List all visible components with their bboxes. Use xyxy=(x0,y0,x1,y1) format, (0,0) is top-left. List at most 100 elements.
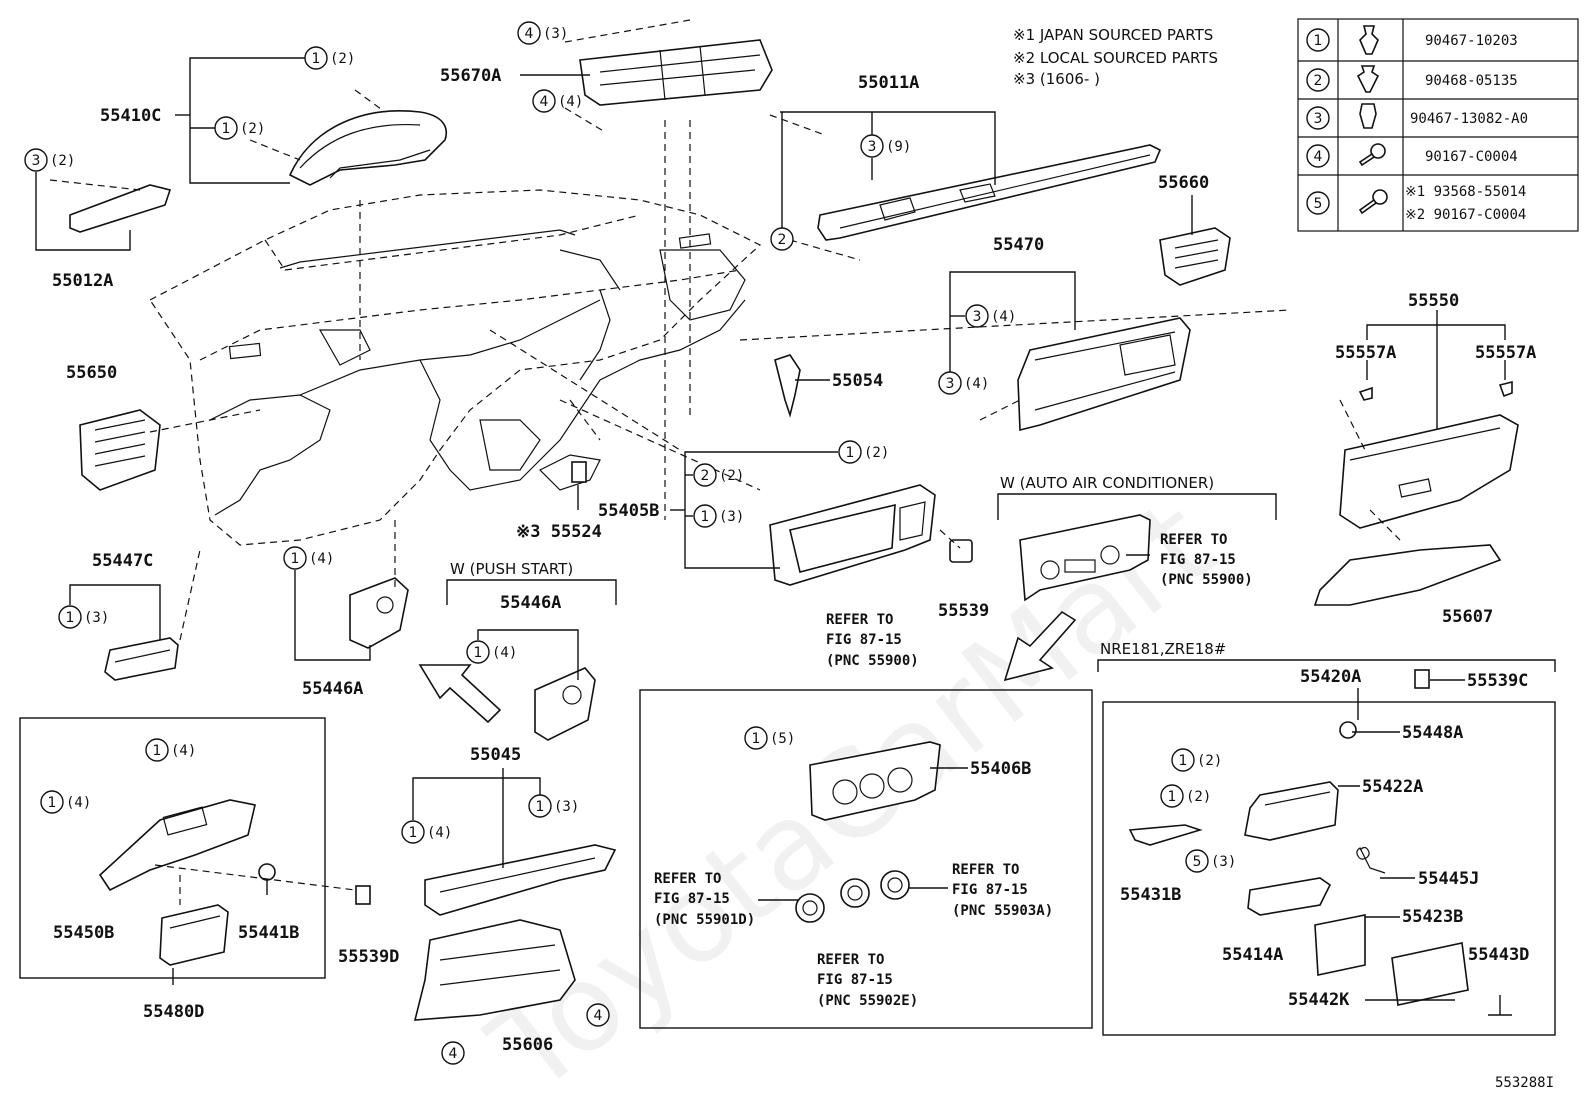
box-manual-ac xyxy=(639,689,1093,1029)
small-plug-part xyxy=(1414,669,1430,689)
svg-text:(2): (2) xyxy=(50,153,75,169)
knob-right-part xyxy=(880,870,910,900)
label-55606: 55606 xyxy=(502,1035,553,1055)
tray-part xyxy=(1247,877,1332,916)
svg-text:(4): (4) xyxy=(427,825,452,841)
svg-text:3: 3 xyxy=(32,153,41,169)
svg-text:1: 1 xyxy=(752,731,761,747)
clip-part xyxy=(258,863,276,895)
label-55441B: 55441B xyxy=(238,923,299,943)
ac-control-panel-part xyxy=(1019,514,1151,602)
svg-text:2: 2 xyxy=(778,232,787,248)
svg-text:3: 3 xyxy=(1314,111,1323,127)
table-part-3: 90467-13082-A0 xyxy=(1410,111,1528,127)
table-part-4: 90167-C0004 xyxy=(1425,149,1518,165)
console-box-part xyxy=(1244,781,1339,841)
callout-1-55446A-left: 1(4) xyxy=(283,546,334,570)
svg-text:(4): (4) xyxy=(66,795,91,811)
small-cover-part xyxy=(571,461,587,483)
callout-3-55470-bottom: 3(4) xyxy=(938,371,989,395)
label-55650: 55650 xyxy=(66,363,117,383)
callout-4-vent-bottom: 4(4) xyxy=(532,89,583,113)
svg-text:1: 1 xyxy=(48,795,57,811)
coin-box-part xyxy=(159,904,229,966)
cover-plate-part xyxy=(1128,824,1203,846)
label-55423B: 55423B xyxy=(1402,907,1463,927)
knob-left-part xyxy=(795,893,825,923)
svg-text:(4): (4) xyxy=(492,645,517,661)
svg-text:(4): (4) xyxy=(309,551,334,567)
svg-text:(2): (2) xyxy=(330,51,355,67)
cluster-garnish-part xyxy=(1017,317,1191,432)
svg-text:REFER TO: REFER TO xyxy=(654,871,721,887)
manual-ac-panel-part xyxy=(809,741,941,821)
label-55660: 55660 xyxy=(1158,173,1209,193)
svg-text:5: 5 xyxy=(1314,196,1323,212)
label-55045: 55045 xyxy=(470,745,521,765)
group-label-push-start: W (PUSH START) xyxy=(450,560,573,578)
callout-1-55480D-top: 1(4) xyxy=(145,738,196,762)
callout-1-top: 1 (2) xyxy=(304,46,355,70)
center-vent-part xyxy=(579,39,773,106)
mat-part xyxy=(1391,942,1469,1006)
under-cover-part xyxy=(413,919,576,1021)
push-start-cover-part xyxy=(534,667,596,741)
callout-1-55406B: 1(5) xyxy=(744,726,795,750)
glove-box-part xyxy=(1339,380,1519,529)
svg-text:1: 1 xyxy=(66,610,75,626)
label-55406B: 55406B xyxy=(970,759,1031,779)
svg-text:1: 1 xyxy=(312,51,321,67)
svg-text:4: 4 xyxy=(449,1046,458,1062)
svg-text:4: 4 xyxy=(1314,149,1323,165)
switch-housing-part xyxy=(104,637,179,681)
svg-text:(PNC 55901D): (PNC 55901D) xyxy=(654,912,755,928)
svg-text:FIG 87-15: FIG 87-15 xyxy=(817,972,893,988)
callout-1-55447C: 1 (3) xyxy=(58,605,109,629)
table-index-4: 4 xyxy=(1306,144,1330,168)
label-55405B: 55405B xyxy=(598,501,659,521)
pin-part xyxy=(1488,995,1512,1016)
svg-text:4: 4 xyxy=(540,94,549,110)
right-vent-part xyxy=(1159,227,1231,286)
lower-panel-part xyxy=(1313,544,1502,606)
label-55550: 55550 xyxy=(1408,291,1459,311)
svg-text:(3): (3) xyxy=(84,610,109,626)
note-japan-sourced: ※1 JAPAN SOURCED PARTS xyxy=(1013,26,1213,44)
box-nre xyxy=(1102,701,1556,1036)
svg-text:1: 1 xyxy=(701,509,710,525)
note-date-range: ※3 (1606- ) xyxy=(1013,70,1100,88)
label-55442K: 55442K xyxy=(1288,990,1350,1010)
knob-part xyxy=(1339,721,1357,739)
svg-text:FIG 87-15: FIG 87-15 xyxy=(952,882,1028,898)
instrument-panel-outline xyxy=(149,189,762,546)
note-local-sourced: ※2 LOCAL SOURCED PARTS xyxy=(1013,49,1218,67)
label-55414A: 55414A xyxy=(1222,945,1283,965)
label-55431B: 55431B xyxy=(1120,885,1181,905)
callout-4-55606-right: 4 xyxy=(586,1003,610,1027)
upper-garnish-part xyxy=(817,144,1162,241)
table-index-2: 2 xyxy=(1306,68,1330,92)
svg-text:REFER TO: REFER TO xyxy=(826,612,893,628)
label-55539D: 55539D xyxy=(338,947,399,967)
svg-text:1: 1 xyxy=(1314,33,1323,49)
clip-icon xyxy=(1359,25,1379,55)
group-label-auto-ac: W (AUTO AIR CONDITIONER) xyxy=(1000,474,1214,492)
callout-4-vent-top: 4(3) xyxy=(517,21,568,45)
side-trim-part xyxy=(69,184,172,233)
svg-text:(PNC 55902E): (PNC 55902E) xyxy=(817,993,918,1009)
svg-text:REFER TO: REFER TO xyxy=(952,862,1019,878)
refer-to-55901D: REFER TO FIG 87-15 (PNC 55901D) xyxy=(654,871,755,928)
label-55446A-push: 55446A xyxy=(500,593,561,613)
screw-icon xyxy=(1358,143,1386,167)
label-55448A: 55448A xyxy=(1402,723,1463,743)
table-index-5: 5 xyxy=(1306,191,1330,215)
callout-3-55470-top: 3(4) xyxy=(965,304,1016,328)
callout-2-55011A: 2 xyxy=(770,227,794,251)
label-55410C: 55410C xyxy=(100,106,161,126)
refer-to-55903A: REFER TO FIG 87-15 (PNC 55903A) xyxy=(952,862,1053,919)
svg-text:(2): (2) xyxy=(719,468,744,484)
svg-text:1: 1 xyxy=(474,645,483,661)
label-55470: 55470 xyxy=(993,235,1044,255)
callout-1-nre-top: 1(2) xyxy=(1171,748,1222,772)
